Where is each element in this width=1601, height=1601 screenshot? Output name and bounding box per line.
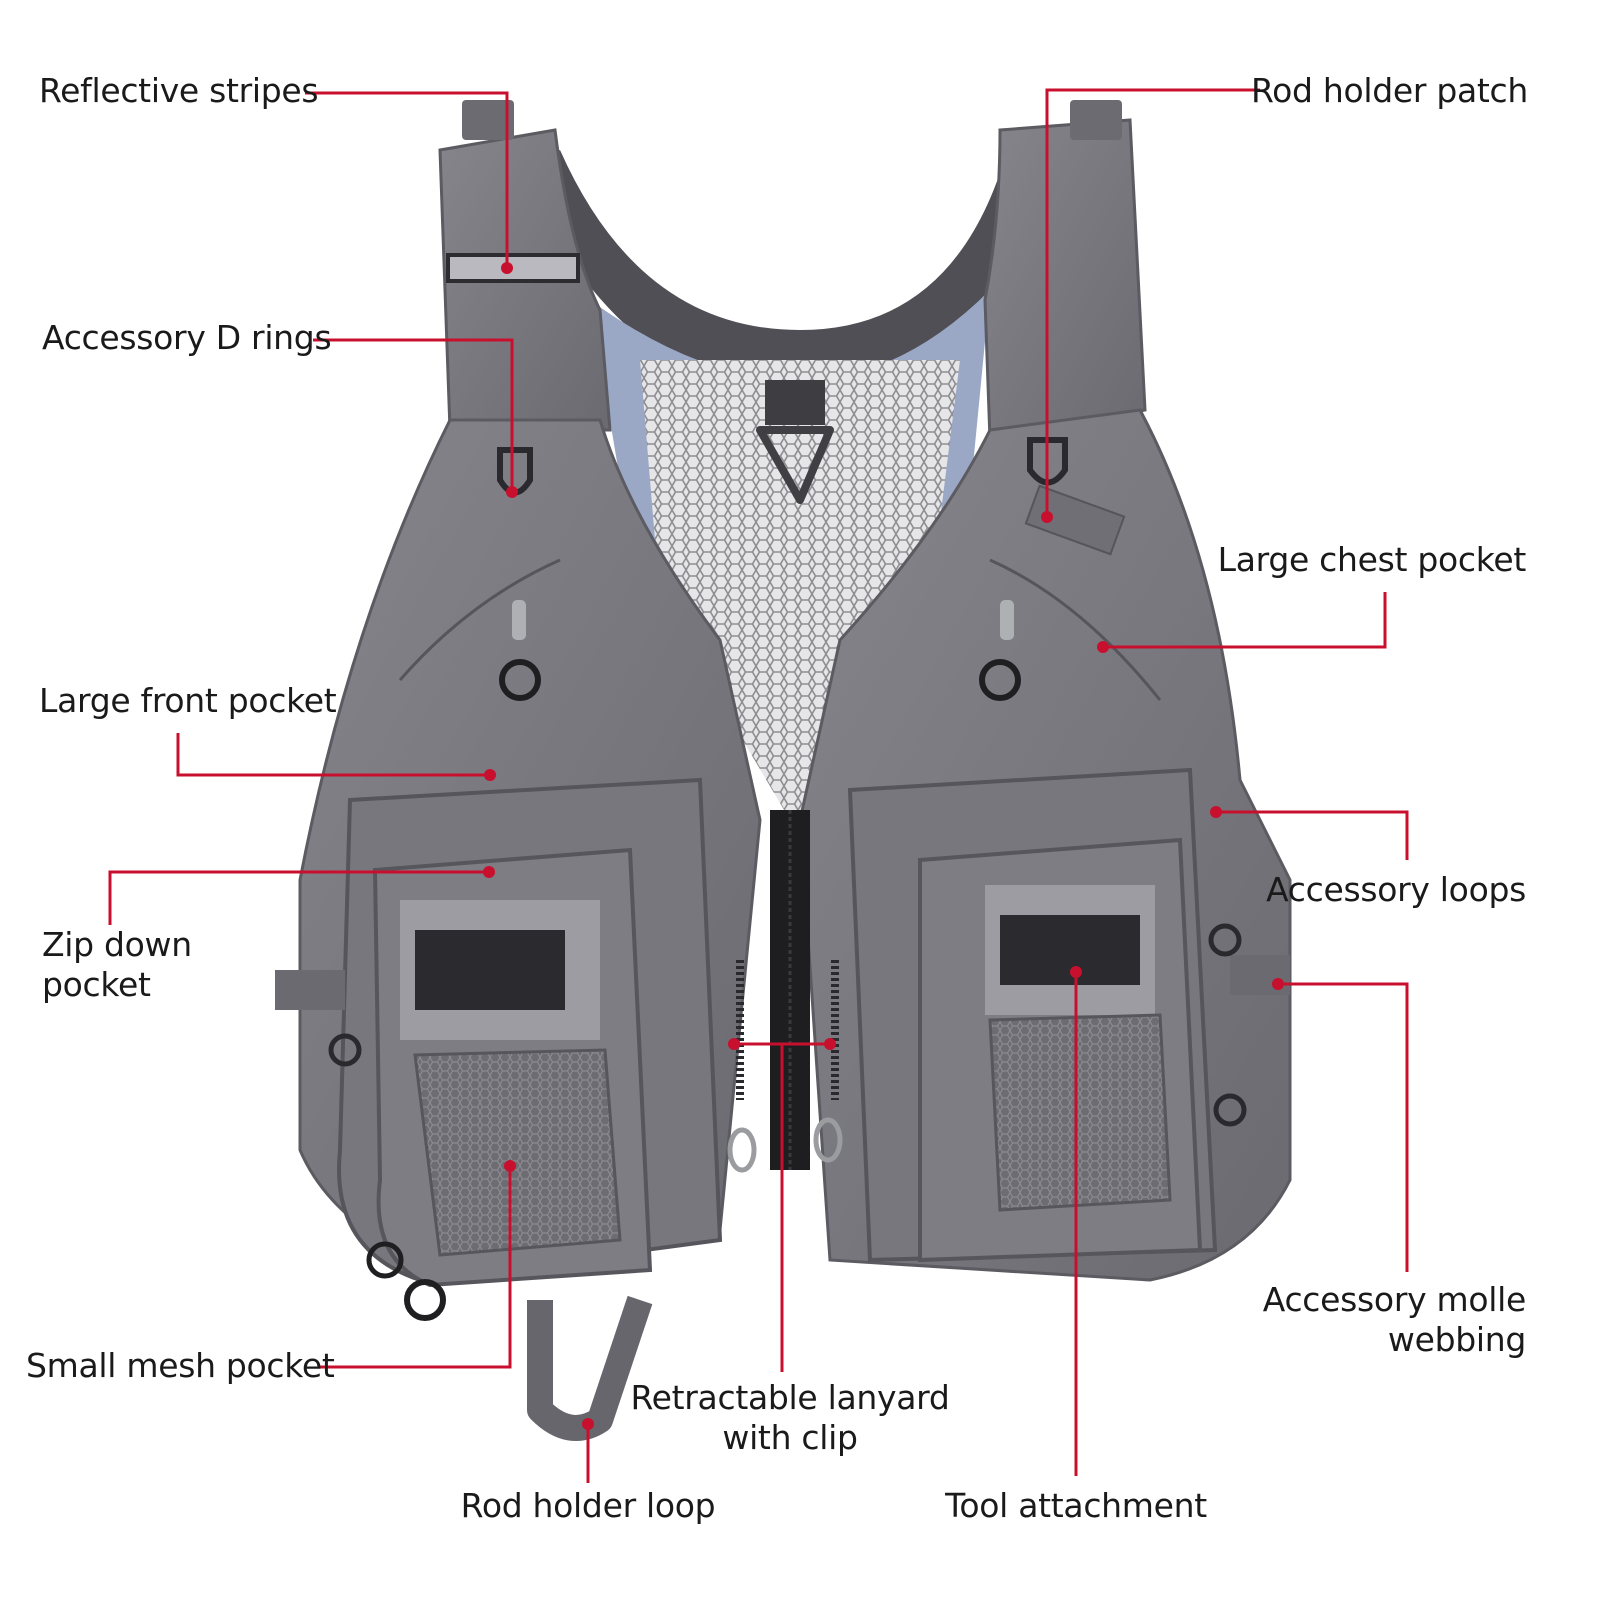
vest-inner-lining (520, 140, 1060, 400)
leader-small-mesh-pocket (318, 1166, 512, 1369)
label-rod-holder-loop: Rod holder loop (460, 1486, 716, 1525)
label-retractable-lanyard-line1: Retractable lanyard (630, 1378, 950, 1417)
right-tool-patch (1000, 915, 1140, 985)
label-rod-holder-patch: Rod holder patch (1250, 71, 1528, 110)
leader-lines (108, 88, 1409, 1483)
label-reflective-stripes: Reflective stripes (39, 71, 319, 110)
center-zipper (770, 810, 810, 1170)
label-accessory-d-rings: Accessory D rings (42, 318, 332, 357)
label-retractable-lanyard: Retractable lanyard with clip (590, 1378, 990, 1458)
small-mesh-pocket (413, 1048, 622, 1257)
label-zip-down-pocket: Zip down pocket (42, 925, 192, 1005)
label-large-chest-pocket: Large chest pocket (1217, 540, 1527, 579)
leader-accessory-molle (1278, 982, 1409, 1272)
label-large-front-pocket: Large front pocket (39, 681, 337, 720)
leader-large-chest-pocket (1103, 592, 1387, 649)
leader-accessory-d-rings (313, 338, 514, 492)
left-tool-patch (415, 930, 565, 1010)
rod-holder-patch-strap (1024, 484, 1126, 556)
label-accessory-molle-webbing-line1: Accessory molle (1262, 1280, 1527, 1319)
label-accessory-molle-webbing-line2: webbing (1387, 1320, 1526, 1359)
right-d-ring (1027, 437, 1068, 486)
right-shoulder-strap (983, 118, 1147, 442)
label-zip-down-pocket-line1: Zip down (42, 925, 192, 964)
leader-accessory-loops (1216, 810, 1409, 860)
leader-reflective-stripes (305, 91, 509, 268)
label-retractable-lanyard-line2: with clip (722, 1418, 858, 1457)
leader-dots (483, 262, 1284, 1430)
label-accessory-molle-webbing: Accessory molle webbing (1262, 1280, 1527, 1360)
leader-rod-holder-patch (1045, 88, 1260, 517)
label-zip-down-pocket-line2: pocket (42, 965, 151, 1004)
label-small-mesh-pocket: Small mesh pocket (26, 1346, 335, 1385)
label-accessory-loops: Accessory loops (1266, 870, 1526, 909)
rod-holder-loop (527, 1295, 653, 1441)
label-tool-attachment: Tool attachment (945, 1486, 1207, 1525)
leader-large-front-pocket (176, 733, 490, 777)
leader-zip-down-pocket (108, 870, 489, 925)
